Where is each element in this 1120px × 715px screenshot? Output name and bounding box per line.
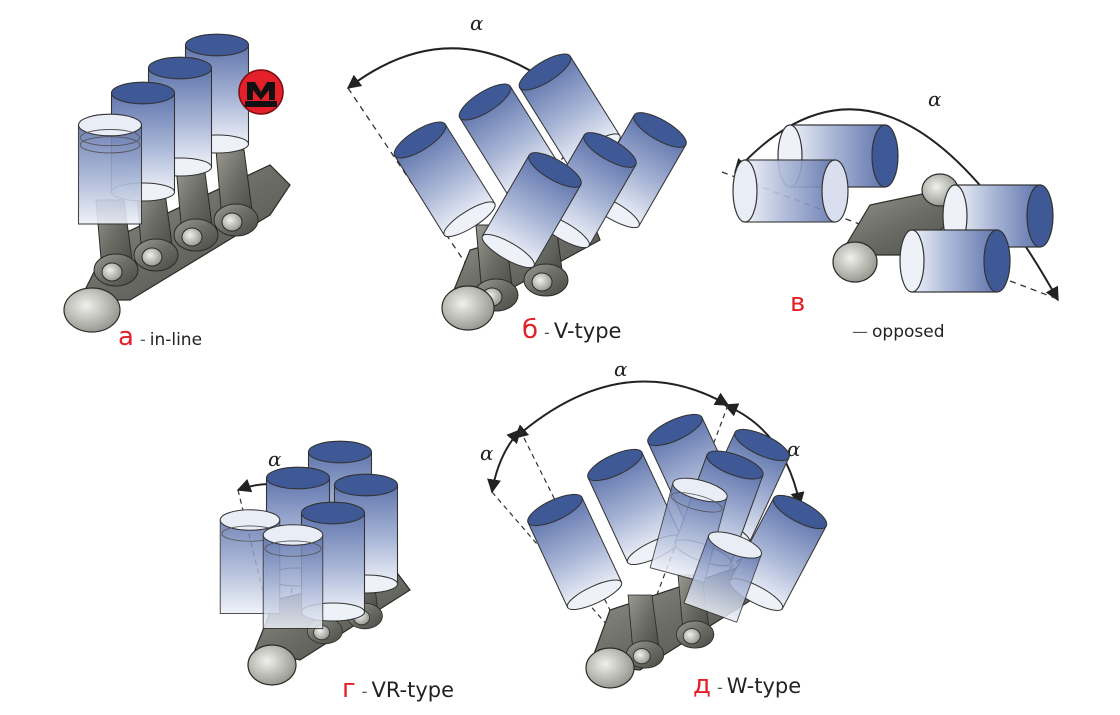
label-v-type-dash: -	[544, 323, 550, 342]
label-inline-text: in-line	[149, 330, 203, 350]
label-vr-type-dash: -	[361, 682, 368, 701]
label-w-type-text: W-type	[726, 674, 802, 698]
w-type-engine: α α α	[480, 357, 832, 689]
label-vr-type-letter: г	[342, 674, 356, 704]
label-opposed-letter: в	[790, 288, 806, 318]
inline-cylinders	[77, 33, 250, 225]
label-opposed-text: opposed	[872, 322, 945, 342]
opposed-angle-symbol: α	[928, 87, 942, 111]
label-inline: а-in-line	[118, 322, 202, 352]
label-vr-type: г-VR-type	[342, 674, 454, 704]
label-v-type-letter: б	[522, 315, 539, 345]
label-opposed-letter-wrap: в	[790, 288, 805, 318]
opposed-cylinders	[732, 124, 1054, 293]
w-outer-angle-symbol: α	[614, 357, 628, 381]
v-type-engine: α	[346, 11, 692, 331]
w-left-angle-arc	[487, 428, 521, 494]
label-opposed-dash: —	[852, 322, 868, 341]
crank-nose	[63, 287, 121, 333]
w-left-angle-symbol: α	[480, 441, 494, 465]
inline-engine	[63, 33, 291, 333]
w-right-angle-symbol: α	[787, 437, 801, 461]
opposed-engine: α	[721, 87, 1059, 302]
w-cylinders	[523, 407, 832, 623]
label-inline-letter: а	[118, 322, 134, 352]
v-angle-symbol: α	[470, 11, 484, 35]
vr-angle-symbol: α	[268, 447, 282, 471]
label-w-type-letter: д	[693, 670, 711, 700]
brand-logo	[238, 69, 284, 115]
vr-type-engine: α	[219, 440, 411, 686]
label-inline-dash: -	[139, 330, 146, 349]
label-opposed: —opposed	[846, 322, 945, 342]
label-v-type: б-V-type	[522, 315, 621, 345]
label-w-type-dash: -	[716, 678, 723, 697]
vr-cylinders	[219, 440, 399, 630]
w-outer-angle-arc	[513, 380, 730, 439]
label-vr-type-text: VR-type	[371, 678, 455, 702]
label-v-type-text: V-type	[553, 319, 622, 343]
inline-piston-cutaway	[77, 113, 143, 225]
label-w-type: д-W-type	[693, 670, 801, 700]
inline-crankshaft	[63, 149, 291, 333]
